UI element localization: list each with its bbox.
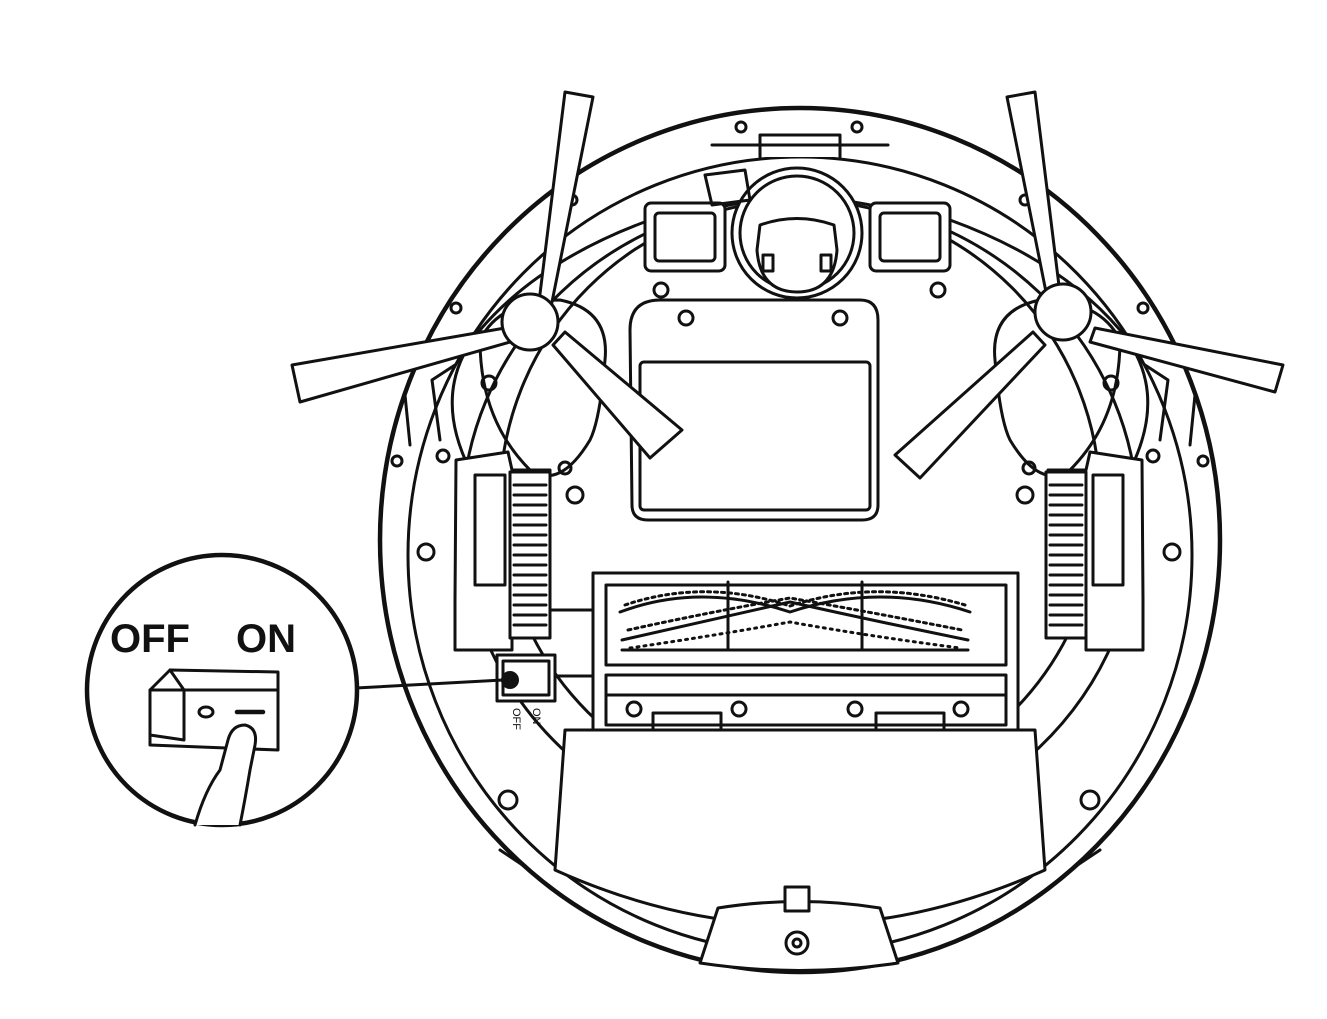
switch-callout: OFF ON <box>84 552 360 828</box>
drive-wheel-right <box>1044 450 1145 652</box>
main-brush-compartment <box>548 571 1020 735</box>
front-caster-wheel <box>703 166 864 300</box>
power-switch[interactable]: ON OFF <box>495 653 557 730</box>
switch-label-on: ON <box>530 708 542 725</box>
side-brush-left <box>290 90 684 460</box>
callout-off-label: OFF <box>110 617 190 661</box>
side-brush-right <box>893 90 1285 480</box>
callout-leader-line <box>354 678 505 690</box>
rim-screw-holes <box>390 120 1210 811</box>
callout-on-label: ON <box>236 617 296 661</box>
drive-wheel-left <box>453 450 552 652</box>
cliff-sensor-left <box>643 201 727 273</box>
bin-latch <box>698 885 900 972</box>
side-brush-housing-left <box>478 298 607 478</box>
cliff-sensor-right <box>868 201 952 273</box>
switch-label-off: OFF <box>510 708 522 730</box>
front-tab <box>710 133 890 159</box>
roller-brush <box>618 580 972 652</box>
bumper-contours <box>403 218 1197 472</box>
battery-cover <box>628 298 880 522</box>
